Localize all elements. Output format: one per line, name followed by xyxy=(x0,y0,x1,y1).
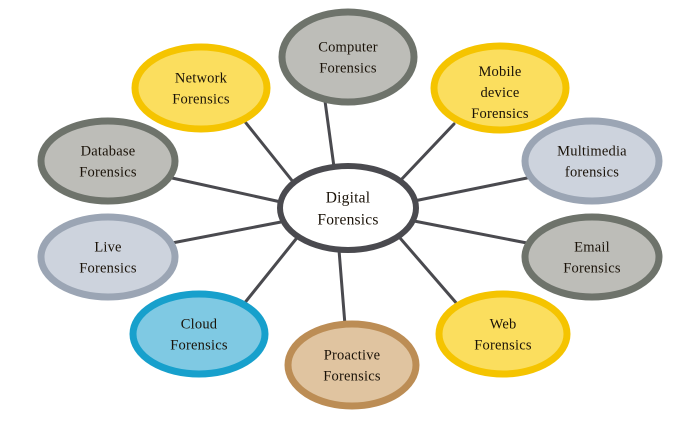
node-label-email-forensics-line-1: Email xyxy=(574,240,610,256)
node-multimedia-forensics[interactable]: Multimedia forensics xyxy=(521,117,663,205)
node-label-proactive-forensics-line-1: Proactive xyxy=(324,348,381,364)
node-label-network-forensics-line-1: Network xyxy=(175,71,228,87)
node-shape-web-forensics[interactable] xyxy=(435,290,571,378)
node-layer: ComputerForensicsNetworkForensicsDatabas… xyxy=(37,8,663,410)
connector-database-forensics xyxy=(170,176,283,204)
node-label-network-forensics-line-2: Forensics xyxy=(172,92,230,108)
node-label-computer-forensics-line-1: Computer xyxy=(318,40,378,56)
node-shape-live-forensics[interactable] xyxy=(37,213,179,301)
node-label-multimedia-forensics-line-1: Multimedia xyxy=(557,144,627,160)
node-label-mobile-device-forensics-line-2: device xyxy=(480,85,519,101)
node-label-mobile-device-forensics-line-3: Forensics xyxy=(471,106,529,122)
node-label-digital-forensics-line-2: Forensics xyxy=(317,211,378,228)
connector-email-forensics xyxy=(412,219,529,245)
node-label-web-forensics-line-1: Web xyxy=(490,317,517,333)
node-shape-network-forensics[interactable] xyxy=(131,43,271,133)
connector-cloud-forensics xyxy=(241,237,298,307)
connector-layer xyxy=(170,99,529,327)
node-label-database-forensics-line-2: Forensics xyxy=(79,165,137,181)
node-label-live-forensics-line-2: Forensics xyxy=(79,261,137,277)
connector-multimedia-forensics xyxy=(412,176,529,203)
node-shape-computer-forensics[interactable] xyxy=(278,8,418,106)
node-shape-digital-forensics[interactable] xyxy=(277,163,419,253)
connector-web-forensics xyxy=(398,236,460,307)
node-label-multimedia-forensics-line-2: forensics xyxy=(565,165,619,181)
node-label-live-forensics-line-1: Live xyxy=(94,240,121,256)
node-label-web-forensics-line-2: Forensics xyxy=(474,338,532,354)
node-label-cloud-forensics-line-1: Cloud xyxy=(181,317,218,333)
connector-computer-forensics xyxy=(323,99,336,169)
node-shape-email-forensics[interactable] xyxy=(521,213,663,301)
node-label-computer-forensics-line-2: Forensics xyxy=(319,61,377,77)
connector-network-forensics xyxy=(240,116,296,185)
node-shape-mobile-device-forensics[interactable] xyxy=(430,42,570,134)
node-label-email-forensics-line-2: Forensics xyxy=(563,261,621,277)
node-shape-cloud-forensics[interactable] xyxy=(129,290,269,378)
node-shape-database-forensics[interactable] xyxy=(37,117,179,205)
node-label-proactive-forensics-line-2: Forensics xyxy=(323,369,381,385)
node-shape-multimedia-forensics[interactable] xyxy=(521,117,663,205)
connector-proactive-forensics xyxy=(337,248,347,327)
node-label-database-forensics-line-1: Database xyxy=(81,144,136,160)
node-shape-proactive-forensics[interactable] xyxy=(284,320,420,410)
node-label-cloud-forensics-line-2: Forensics xyxy=(170,338,228,354)
node-label-digital-forensics-line-1: Digital xyxy=(326,189,370,206)
connector-mobile-device-forensics xyxy=(397,122,456,184)
node-label-mobile-device-forensics-line-1: Mobile xyxy=(478,64,521,80)
connector-live-forensics xyxy=(170,220,283,245)
